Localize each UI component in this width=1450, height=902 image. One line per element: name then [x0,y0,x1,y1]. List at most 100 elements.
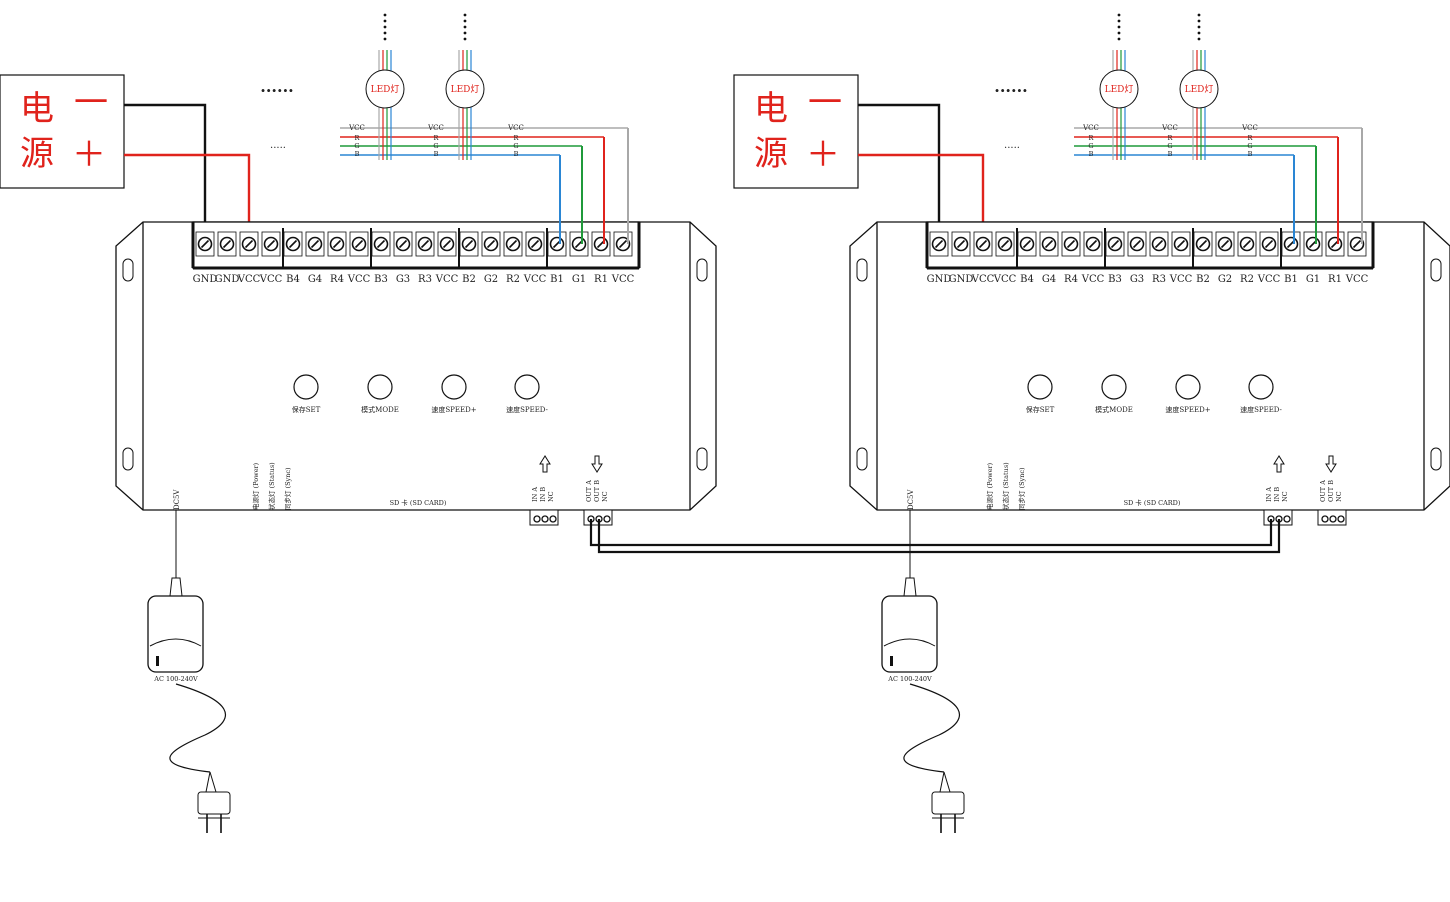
screw-slot [978,239,988,249]
screw-slot [354,239,364,249]
terminal-label: R1 [1328,274,1342,285]
plus-sign: ＋ [806,135,840,175]
screw-slot [310,239,320,249]
screw-slot [266,239,276,249]
mount-hole [122,258,134,282]
minus-sign: 一 [74,83,108,123]
strip-pin-label: B [514,150,519,158]
ac-plug [931,791,965,815]
screw-slot [222,239,232,249]
led-icon [365,69,405,109]
led-pixel: LED灯 [1179,13,1219,160]
dc-plug [903,577,917,597]
led-icon [445,69,485,109]
signal-link-wire [589,519,1273,547]
terminal-label: R3 [418,274,432,285]
terminal-label: B4 [1020,274,1034,285]
continuation-dot [463,25,467,29]
port-label: OUT B [593,480,601,502]
screw-slot [1154,239,1164,249]
strip-pin-label: VCC [1082,124,1099,132]
gnd-wire [124,103,207,244]
port-label: IN B [1273,487,1281,502]
power-adapter: AC 100-240V [147,510,231,833]
mount-hole [1430,447,1442,471]
terminal-label: VCC [523,274,547,285]
terminal-label: G2 [484,274,498,285]
terminal-label: G4 [1042,274,1056,285]
strip-pin-label: R [1168,134,1174,142]
continuation-dot [1117,25,1121,29]
button-label: 模式MODE [1095,405,1133,414]
continuation-dot [463,19,467,23]
terminal-label: VCC [611,274,635,285]
strip-pin-label: G [1088,142,1093,150]
port-pin [549,515,557,523]
indicator-label: 状态灯 (Status) [1001,462,1010,510]
led-label: LED灯 [1105,84,1134,95]
continuation-dot [463,31,467,35]
adapter-curve [883,638,936,647]
port-pin [1283,515,1291,523]
dc-input-label: DC5V [173,489,181,510]
screw-slot [1264,239,1274,249]
screw-slot [530,239,540,249]
led-label: LED灯 [1185,84,1214,95]
screw-slot [618,239,628,249]
screw-slot [1088,239,1098,249]
terminal-label: R1 [594,274,608,285]
strip-pin-label: B [1248,150,1253,158]
port-label: IN A [531,487,539,502]
control-button [1101,374,1127,400]
strip-pin-label: G [433,142,438,150]
adapter-label: AC 100-240V [153,675,198,683]
mount-hole [856,258,868,282]
port-pin [1337,515,1345,523]
strip-pin-label: B [434,150,439,158]
button-label: 保存SET [292,405,321,414]
terminal-label: VCC [1081,274,1105,285]
terminal-label: R4 [1064,274,1078,285]
button-label: 速度SPEED+ [431,405,476,414]
power-supply-label: 电 [20,89,54,129]
adapter-body [147,595,204,673]
strip-pin-label: B [1168,150,1173,158]
adapter-led [156,656,159,666]
strip-pin-label: R [434,134,440,142]
continuation-dot [1117,13,1121,17]
terminal-label: G1 [572,274,586,285]
screw-slot [1242,239,1252,249]
button-label: 保存SET [1026,405,1055,414]
ac-cable [903,683,960,773]
port-pin [603,515,611,523]
terminal-label: VCC [971,274,995,285]
port-label: IN A [1265,487,1273,502]
screw-slot [934,239,944,249]
continuation-dot [383,13,387,17]
button-label: 速度SPEED- [506,405,548,414]
continuation-dot [1117,31,1121,35]
port-pin [533,515,541,523]
vcc-wire [124,153,251,244]
led-label: LED灯 [371,84,400,95]
terminal-label: GND [927,274,952,285]
terminal-label: G2 [1218,274,1232,285]
strip-pin-label: VCC [348,124,365,132]
terminal-label: G3 [1130,274,1144,285]
screw-slot [486,239,496,249]
strip-pin-label: VCC [427,124,444,132]
strip-pin-label: G [354,142,359,150]
terminal-label: R3 [1152,274,1166,285]
screw-slot [1220,239,1230,249]
strip-pin-label: B [355,150,360,158]
gnd-wire [858,103,941,244]
continuation-dot [463,37,467,41]
terminal-label: R2 [506,274,520,285]
screw-slot [1352,239,1362,249]
terminal-label: B3 [374,274,388,285]
